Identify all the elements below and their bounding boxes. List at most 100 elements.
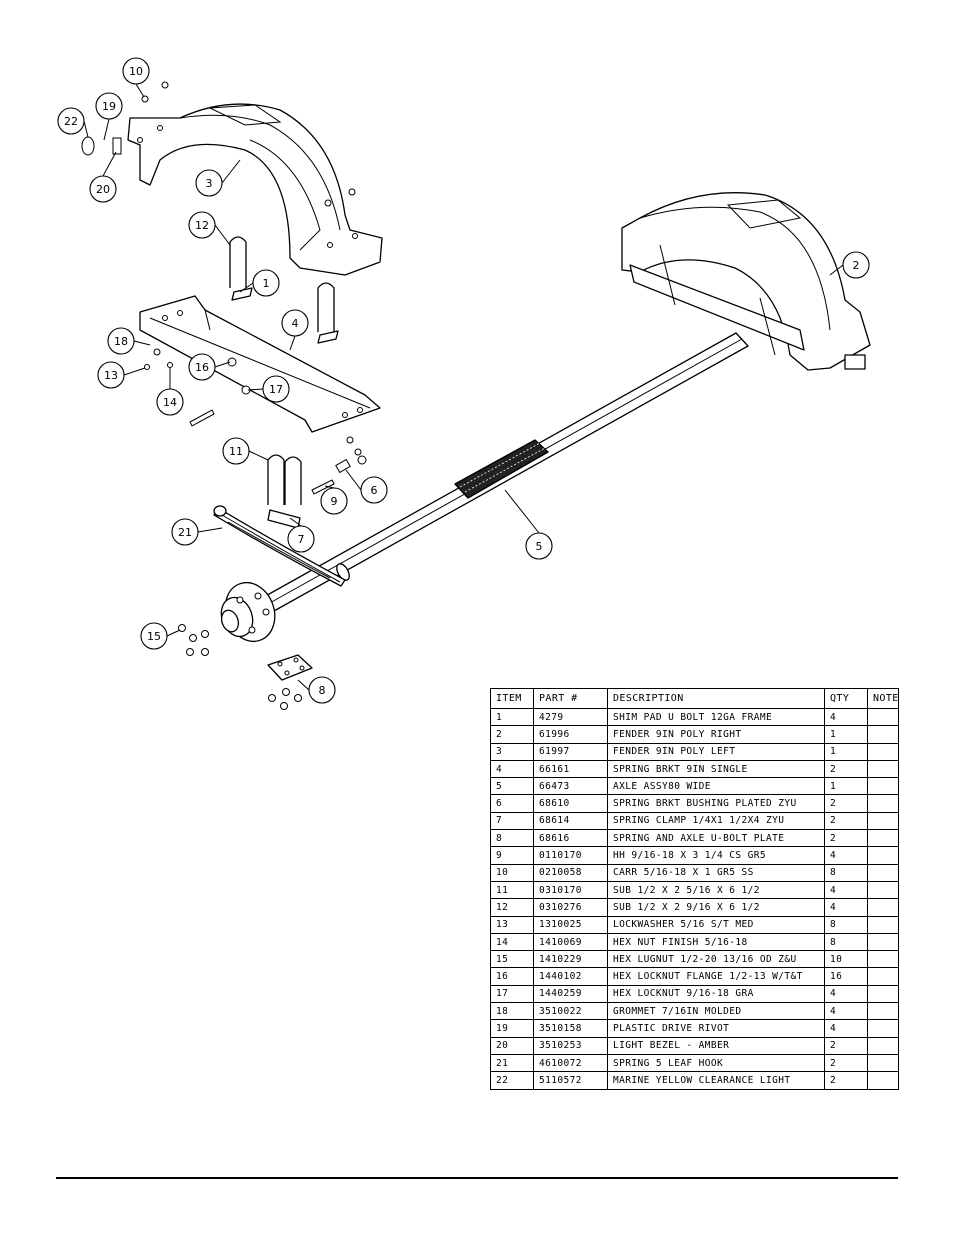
callout-14: 14	[156, 388, 184, 416]
note-cell	[867, 846, 899, 865]
description-cell: SUB 1/2 X 2 9/16 X 6 1/2	[607, 898, 825, 917]
qty-cell: 4	[824, 880, 868, 900]
right-fender	[621, 192, 871, 371]
qty-cell: 4	[824, 1019, 868, 1038]
callout-9: 9	[320, 487, 348, 515]
callout-1: 1	[252, 269, 280, 297]
description-cell: SPRING CLAMP 1/4X1 1/2X4 ZYU	[607, 811, 825, 831]
callout-number: 8	[319, 684, 326, 697]
item-cell: 21	[490, 1053, 534, 1073]
note-cell	[867, 725, 899, 744]
callout-circle	[287, 525, 315, 553]
header-item: ITEM	[490, 688, 534, 709]
callout-number: 1	[263, 277, 270, 290]
callout-circle	[122, 57, 150, 85]
qty-cell: 1	[824, 725, 868, 744]
item-cell: 7	[490, 811, 534, 831]
note-cell	[867, 742, 899, 761]
callout-number: 15	[147, 630, 161, 643]
callout-20: 20	[89, 175, 117, 203]
item-cell: 19	[490, 1019, 534, 1038]
callout-circle	[97, 361, 125, 389]
callout-circle	[281, 309, 309, 337]
part-number-cell: 5110572	[533, 1071, 608, 1090]
note-cell	[867, 1053, 899, 1073]
item-cell: 6	[490, 794, 534, 813]
callout-circle	[252, 269, 280, 297]
callout-circle	[222, 437, 250, 465]
callout-number: 20	[96, 183, 110, 196]
qty-cell: 8	[824, 863, 868, 882]
item-cell: 13	[490, 915, 534, 934]
hardware	[81, 81, 367, 656]
axle-tube	[261, 332, 749, 612]
callout-circle	[188, 211, 216, 239]
callout-7: 7	[287, 525, 315, 553]
description-cell: HEX LUGNUT 1/2-20 13/16 OD Z&U	[607, 950, 825, 969]
callout-4: 4	[281, 309, 309, 337]
callout-circle	[140, 622, 168, 650]
callout-circle	[262, 375, 290, 403]
part-number-cell: 4610072	[533, 1053, 608, 1073]
axle-u-bolt-plate	[267, 654, 313, 710]
item-cell: 12	[490, 898, 534, 917]
callout-number: 11	[229, 445, 243, 458]
description-cell: SPRING BRKT 9IN SINGLE	[607, 759, 825, 779]
callout-circle	[107, 327, 135, 355]
qty-cell: 8	[824, 932, 868, 952]
item-cell: 18	[490, 1002, 534, 1021]
item-cell: 9	[490, 846, 534, 865]
part-number-cell: 3510022	[533, 1002, 608, 1021]
note-cell	[867, 984, 899, 1004]
part-number-cell: 3510158	[533, 1019, 608, 1038]
item-cell: 3	[490, 742, 534, 761]
note-cell	[867, 1019, 899, 1038]
part-number-cell: 1410069	[533, 932, 608, 952]
callout-15: 15	[140, 622, 168, 650]
callout-number: 16	[195, 361, 209, 374]
callout-19: 19	[95, 92, 123, 120]
callout-circle	[156, 388, 184, 416]
note-cell	[867, 967, 899, 986]
callout-number: 5	[536, 540, 543, 553]
callout-circle	[171, 518, 199, 546]
item-cell: 16	[490, 967, 534, 986]
description-cell: CARR 5/16-18 X 1 GR5 SS	[607, 863, 825, 882]
leader-lines	[83, 83, 844, 691]
callout-number: 9	[331, 495, 338, 508]
left-fender	[127, 103, 383, 276]
callout-22: 22	[57, 107, 85, 135]
note-cell	[867, 863, 899, 882]
item-cell: 5	[490, 777, 534, 796]
item-cell: 15	[490, 950, 534, 969]
callout-13: 13	[97, 361, 125, 389]
callout-number: 13	[104, 369, 118, 382]
note-cell	[867, 950, 899, 969]
part-number-cell: 61997	[533, 742, 608, 761]
callout-number: 2	[853, 259, 860, 272]
callout-number: 10	[129, 65, 143, 78]
part-number-cell: 1410229	[533, 950, 608, 969]
item-cell: 17	[490, 984, 534, 1004]
callout-circle	[525, 532, 553, 560]
qty-cell: 2	[824, 794, 868, 813]
qty-cell: 2	[824, 1036, 868, 1055]
qty-cell: 2	[824, 811, 868, 831]
description-cell: SPRING 5 LEAF HOOK	[607, 1053, 825, 1073]
description-cell: PLASTIC DRIVE RIVOT	[607, 1019, 825, 1038]
header-note: NOTE	[867, 688, 899, 709]
part-number-cell: 0110170	[533, 846, 608, 865]
callout-18: 18	[107, 327, 135, 355]
